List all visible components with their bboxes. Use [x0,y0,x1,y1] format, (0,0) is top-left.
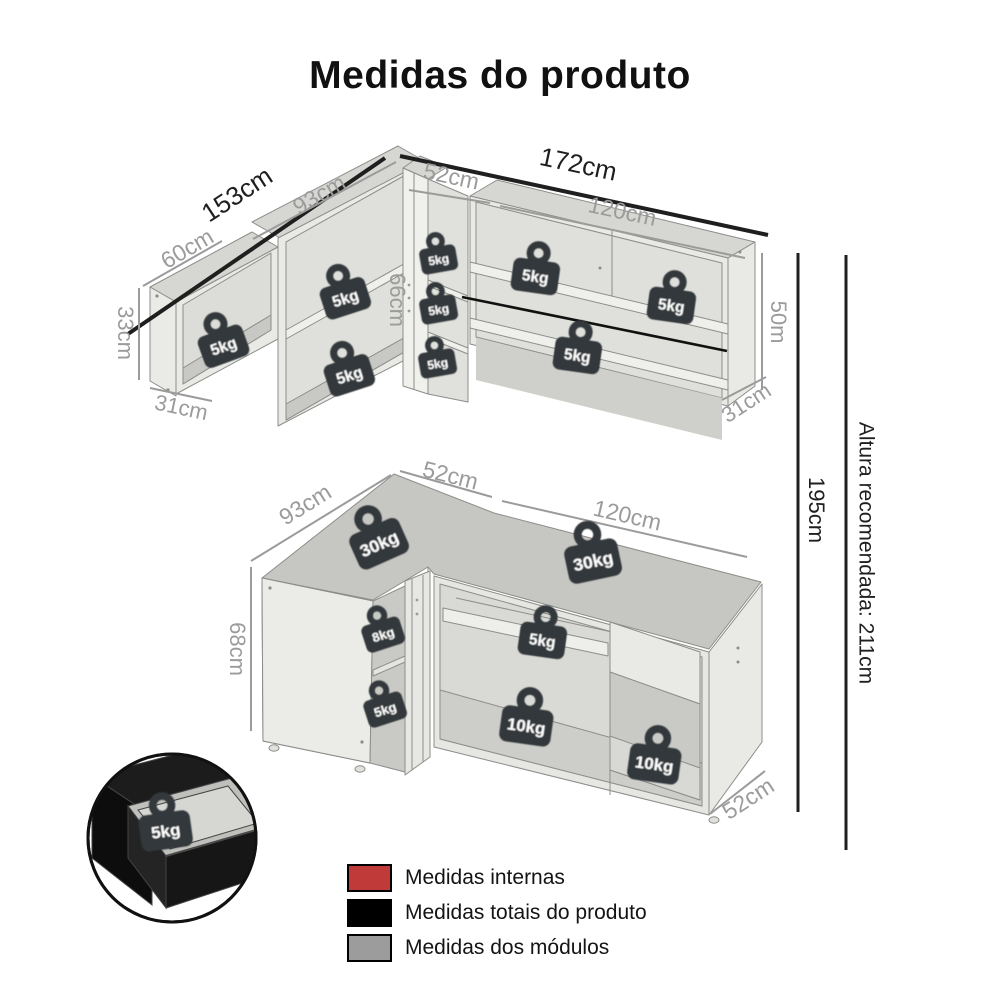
weight-badge-label: 5kg [372,699,398,720]
dimension-line [399,154,769,237]
legend-label: Medidas internas [405,866,565,889]
dimension-line [142,240,223,287]
dimension-label: 195cm [804,477,829,543]
weight-badge: 5kg [418,336,458,379]
weight-badge-label: 5kg [528,631,557,652]
dimension-line [126,156,387,336]
dimension-line [149,387,213,402]
dimension-line [252,161,397,240]
dimension-line [408,189,491,204]
legend-item-total: Medidas totais do produto [347,899,647,927]
weight-badges: 5kg 5kg 5kg 5kg 5kg 5kg 5kg 5kg 5kg 30kg 30kg 8kg 5k… [138,232,697,852]
total-measure-swatch [347,899,392,927]
dimension-label: 68cm [225,622,250,676]
weight-badge-label: 5kg [657,296,686,317]
dimension-line [250,474,392,562]
weight-badge-label: 5kg [427,251,450,268]
weight-badge: 5kg [517,605,568,660]
legend-item-internal: Medidas internas [347,864,647,892]
weight-badge: 5kg [646,270,697,325]
weight-badge: 5kg [323,340,376,397]
dimension-label: 93cm [274,478,335,530]
weight-badge-label: 5kg [521,267,550,288]
weight-badge-label: 5kg [563,346,592,367]
weight-badge: 10kg [627,725,682,785]
weight-badge: 30kg [564,520,622,584]
weight-badge: 5kg [510,241,561,296]
legend-label: Medidas dos módulos [405,936,610,959]
weight-badge: 5kg [319,263,372,320]
dimension-line [721,376,767,401]
page-title: Medidas do produto [309,54,691,97]
weight-badge: 5kg [552,320,603,375]
dimension-label: 31cm [152,390,210,426]
internal-measure-swatch [347,864,392,892]
weight-badge: 30kg [349,505,409,570]
legend-label: Medidas totais do produto [405,901,647,924]
dimension-line [709,770,766,815]
weight-badge-label: 5kg [426,355,449,372]
weight-badge: 5kg [363,680,407,728]
legend: Medidas internas Medidas totais do produ… [347,864,647,969]
weight-badge: 10kg [499,687,554,747]
weight-badge: 8kg [361,605,405,653]
dimension-line [499,205,746,259]
dimension-label: 172cm [537,141,620,187]
dimension-label: Altura recomendada: 211cm [854,422,877,684]
weight-badge-label: 5kg [150,820,182,843]
module-measure-swatch [347,934,392,962]
dimension-label: 50m [766,301,791,344]
weight-badge-label: 5kg [427,301,450,318]
weight-badge: 5kg [197,312,250,368]
dimension-line [399,470,493,498]
legend-item-module: Medidas dos módulos [347,934,647,962]
weight-badge: 5kg [138,792,193,852]
dimension-lines [126,154,848,850]
lower-cabinet-drawing [261,473,763,824]
dimension-line [501,500,748,558]
dimension-label: 33cm [113,306,138,360]
weight-badge: 5kg [419,232,459,275]
dimension-label: 66cm [385,273,410,327]
weight-badge: 5kg [419,282,459,325]
weight-badge-label: 8kg [370,624,396,645]
